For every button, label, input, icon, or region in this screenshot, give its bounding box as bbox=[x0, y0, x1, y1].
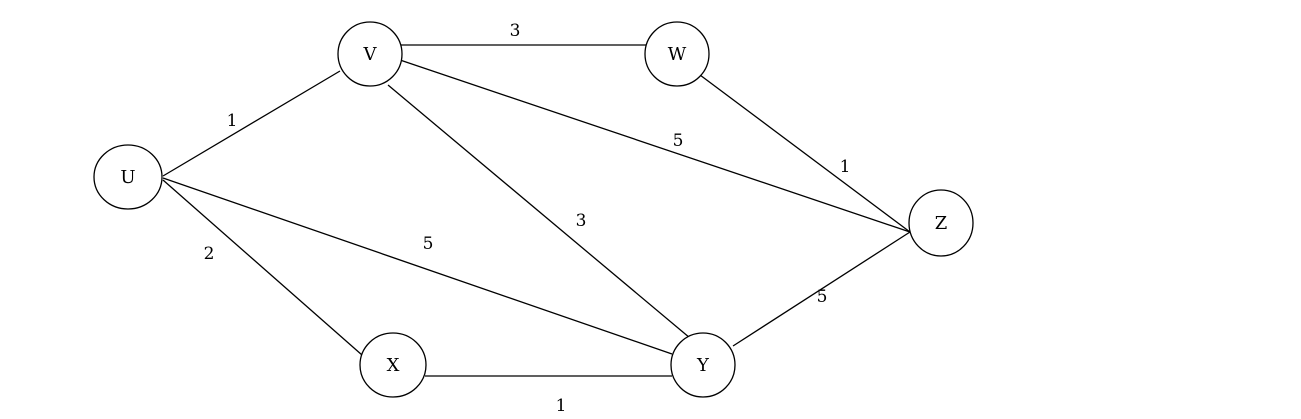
weight-u-x: 2 bbox=[204, 244, 215, 264]
node-x: X bbox=[359, 332, 427, 398]
weight-u-v: 1 bbox=[227, 111, 238, 131]
node-y: Y bbox=[670, 332, 736, 398]
node-w-circle bbox=[644, 21, 710, 87]
node-w-label: W bbox=[668, 44, 687, 65]
node-x-circle bbox=[359, 332, 427, 398]
node-u: U bbox=[93, 144, 163, 210]
edge-weights: 1 2 5 3 5 3 1 1 5 bbox=[204, 21, 851, 416]
node-z: Z bbox=[908, 189, 974, 257]
weight-x-y: 1 bbox=[556, 396, 567, 416]
node-u-circle bbox=[93, 144, 163, 210]
edges bbox=[162, 44, 911, 377]
weight-v-y: 3 bbox=[576, 211, 587, 231]
node-x-label: X bbox=[387, 355, 400, 376]
edge-u-y bbox=[162, 177, 673, 355]
node-z-label: Z bbox=[935, 213, 948, 234]
weight-v-w: 3 bbox=[510, 21, 521, 41]
node-u-label: U bbox=[120, 167, 135, 188]
edge-u-v bbox=[162, 70, 341, 177]
weight-v-z: 5 bbox=[673, 131, 684, 151]
edge-w-z bbox=[699, 74, 911, 233]
weight-u-y: 5 bbox=[423, 234, 434, 254]
edge-v-z bbox=[399, 59, 911, 233]
edge-u-x bbox=[162, 179, 363, 356]
edge-v-y bbox=[387, 84, 691, 339]
weight-w-z: 1 bbox=[840, 157, 851, 177]
node-v-label: V bbox=[363, 44, 378, 65]
weight-y-z: 5 bbox=[817, 287, 828, 307]
node-y-label: Y bbox=[696, 355, 710, 376]
node-w: W bbox=[644, 21, 710, 87]
node-z-circle bbox=[908, 189, 974, 257]
nodes: U V W X Y Z bbox=[93, 21, 974, 398]
node-v-circle bbox=[337, 21, 403, 87]
edge-y-z bbox=[732, 231, 911, 347]
node-v: V bbox=[337, 21, 403, 87]
node-y-circle bbox=[670, 332, 736, 398]
